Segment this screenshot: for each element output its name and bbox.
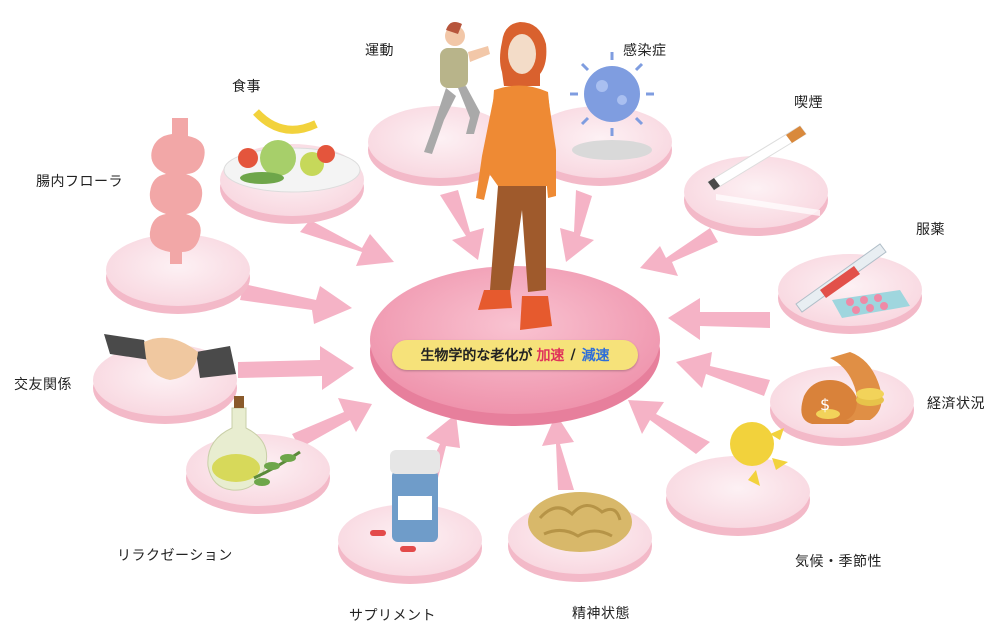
money-bag-icon: $ bbox=[801, 352, 884, 424]
accelerate-label: 加速 bbox=[536, 348, 565, 364]
label-smoking: 喫煙 bbox=[794, 95, 823, 111]
virus-icon bbox=[570, 52, 654, 160]
label-infection: 感染症 bbox=[623, 43, 667, 59]
handshake-icon bbox=[104, 334, 236, 380]
arrow-mental bbox=[542, 414, 574, 490]
label-climate: 気候・季節性 bbox=[795, 554, 882, 570]
arrow-smoking bbox=[640, 228, 718, 276]
decelerate-label: 減速 bbox=[581, 348, 610, 364]
fruit-bowl-icon bbox=[223, 109, 361, 193]
disc-climate bbox=[666, 456, 810, 536]
arrows bbox=[238, 190, 770, 494]
label-gut: 腸内フローラ bbox=[36, 174, 123, 190]
medicine-icon bbox=[795, 243, 910, 318]
separator-label: / bbox=[570, 347, 576, 363]
label-mental: 精神状態 bbox=[572, 606, 630, 622]
banner-text: 生物学的な老化が bbox=[420, 348, 533, 364]
brain-icon bbox=[528, 492, 632, 552]
arrow-social bbox=[238, 346, 354, 390]
arrow-exercise bbox=[440, 190, 484, 260]
arrow-infection bbox=[560, 190, 594, 262]
arrow-relaxation bbox=[292, 398, 372, 448]
label-social: 交友関係 bbox=[14, 377, 72, 393]
label-exercise: 運動 bbox=[365, 43, 394, 59]
arrow-climate bbox=[628, 400, 710, 454]
woman-figure-icon bbox=[476, 22, 556, 330]
arrow-gut bbox=[240, 284, 352, 324]
intestine-icon bbox=[149, 118, 205, 264]
climate-icon bbox=[694, 400, 788, 486]
cigarette-icon bbox=[707, 125, 820, 216]
aging-banner: 生物学的な老化が 加速 / 減速 bbox=[392, 340, 638, 370]
label-medication: 服薬 bbox=[916, 222, 945, 238]
svg-text:$: $ bbox=[820, 395, 830, 414]
arrow-diet bbox=[300, 220, 394, 266]
disc-smoking bbox=[684, 156, 828, 236]
label-supplement: サプリメント bbox=[349, 608, 436, 624]
runner-icon bbox=[424, 22, 490, 154]
arrow-economy bbox=[676, 352, 770, 396]
oil-flask-icon bbox=[207, 396, 301, 491]
label-economy: 経済状況 bbox=[927, 396, 985, 412]
disc-gut bbox=[106, 234, 250, 314]
label-relaxation: リラクゼーション bbox=[117, 548, 233, 564]
illustrations: $ bbox=[104, 22, 910, 552]
arrow-medication bbox=[668, 298, 770, 340]
supplement-bottle-icon bbox=[370, 450, 440, 552]
label-diet: 食事 bbox=[232, 79, 261, 95]
